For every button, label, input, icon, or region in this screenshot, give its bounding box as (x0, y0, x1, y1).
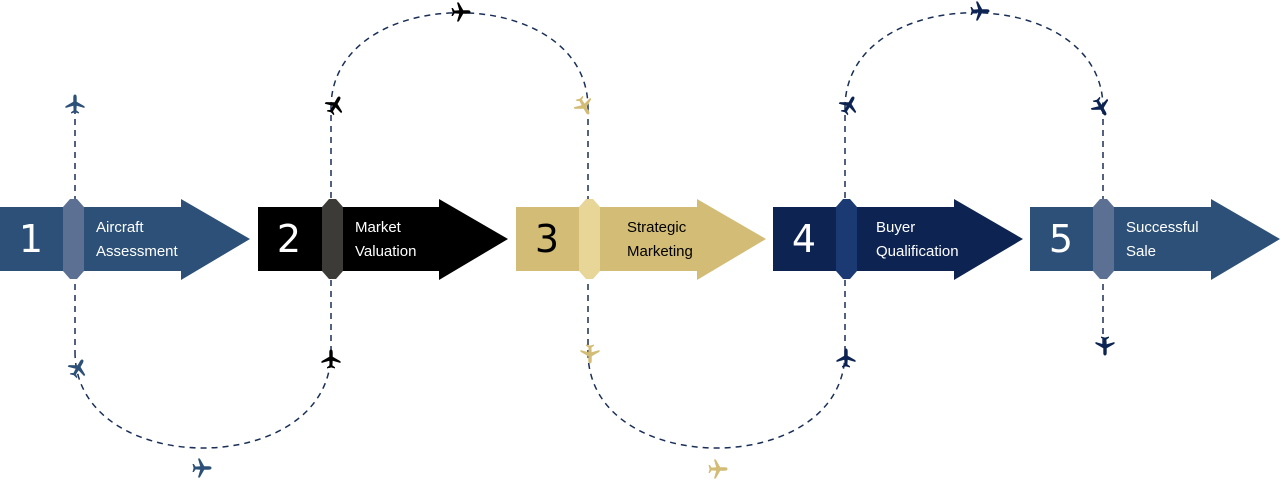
step-label-line-1: Buyer (876, 219, 915, 236)
flight-path-loop-3 (587, 351, 846, 449)
step-label-line-1: Successful (1126, 219, 1199, 236)
step-number: 4 (792, 217, 816, 261)
airplane-icon (65, 94, 85, 114)
step-arrow (773, 199, 1023, 280)
step-label-line-2: Marketing (627, 243, 693, 260)
airplane-icon (708, 459, 728, 479)
step-label-line-1: Strategic (627, 219, 687, 236)
step-label-line-2: Sale (1126, 243, 1156, 260)
step-band (579, 199, 600, 279)
step-arrow (516, 199, 766, 280)
flight-path-loop-4 (844, 12, 1104, 109)
step-number: 2 (277, 217, 301, 261)
step-band (322, 199, 343, 279)
step-arrow (258, 199, 508, 280)
step-band (836, 199, 857, 279)
airplane-icon (970, 1, 990, 21)
step-arrow (1030, 199, 1280, 280)
step-number: 5 (1049, 217, 1073, 261)
step-band (1093, 199, 1114, 279)
airplane-icon (321, 349, 341, 369)
airplane-icon (571, 93, 597, 119)
step-label-line-2: Assessment (96, 243, 179, 260)
airplane-icon (580, 344, 600, 364)
airplane-icon (1088, 94, 1114, 120)
step-band (63, 199, 84, 279)
step-label-line-2: Qualification (876, 243, 959, 260)
airplane-icon (836, 348, 856, 368)
flight-path-loop-2 (330, 12, 589, 109)
step-label-line-1: Market (355, 219, 402, 236)
step-number: 3 (535, 217, 559, 261)
airplane-icon (192, 458, 212, 478)
flight-path-loop-1 (74, 351, 332, 449)
step-label-line-1: Aircraft (96, 219, 144, 236)
step-arrow (0, 199, 250, 280)
step-label-line-2: Valuation (355, 243, 416, 260)
step-number: 1 (19, 217, 43, 261)
airplane-icon (322, 92, 348, 118)
airplane-icon (836, 92, 862, 118)
airplane-icon (451, 2, 471, 22)
airplane-icon (1095, 336, 1115, 356)
